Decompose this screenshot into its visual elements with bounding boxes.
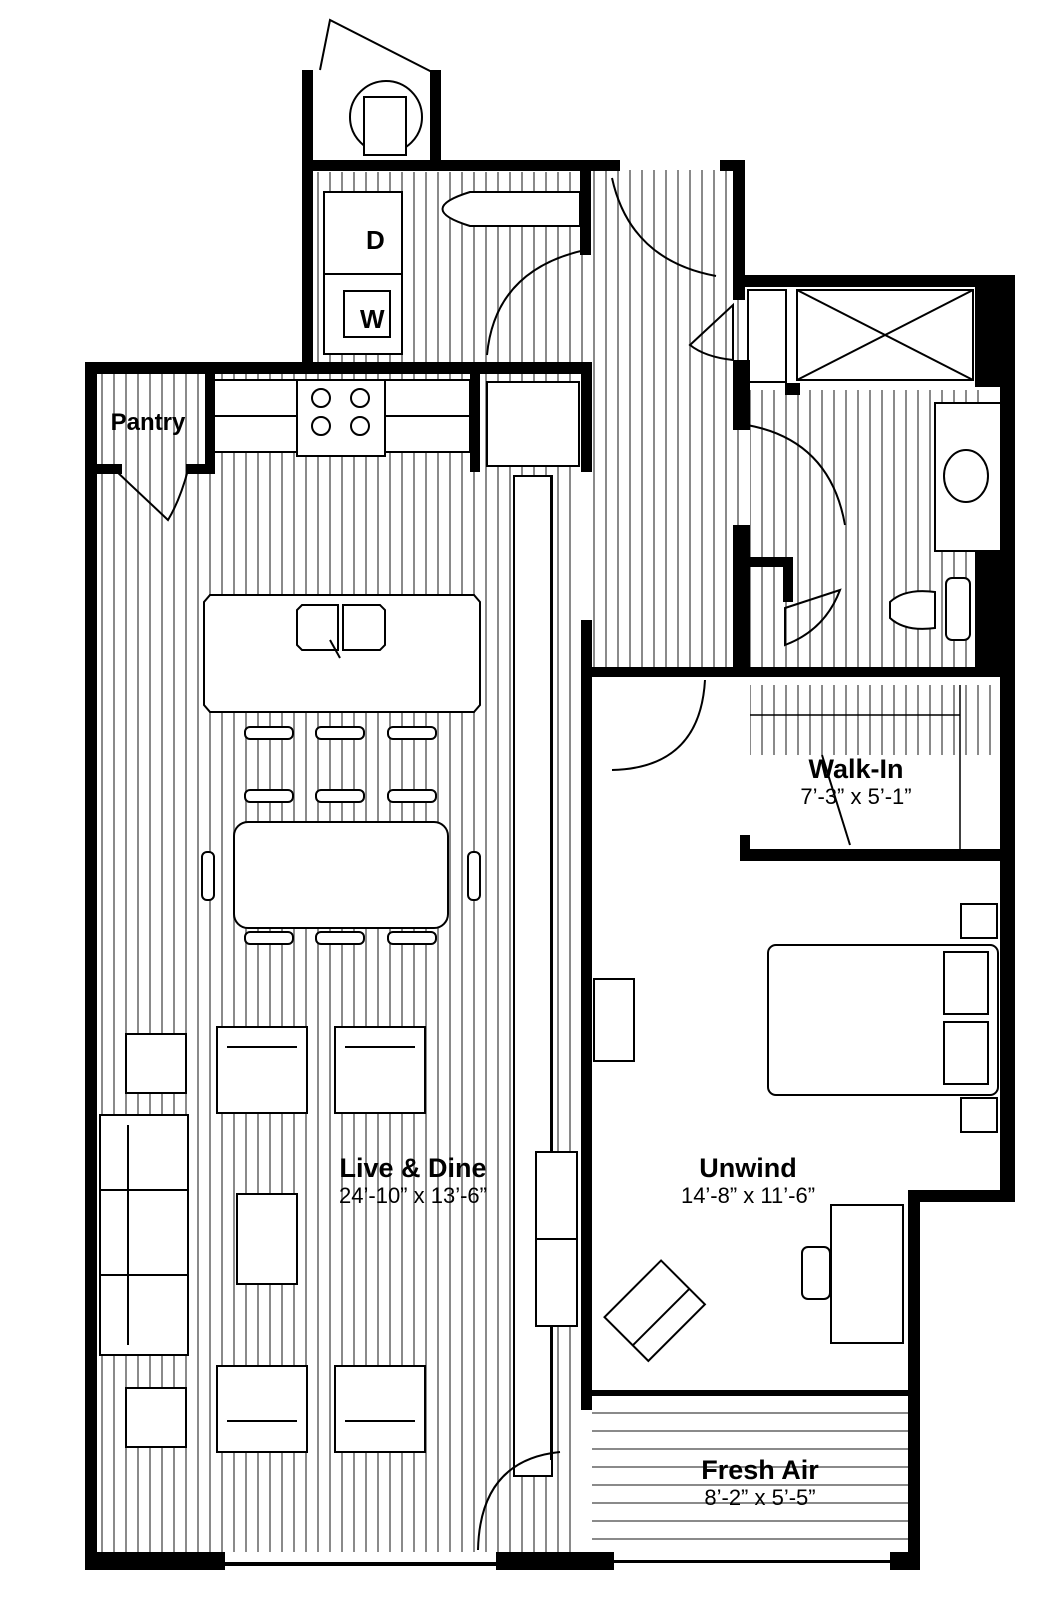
toilet <box>889 590 936 630</box>
desk-chair <box>801 1246 831 1300</box>
room-label-pantry: Pantry <box>111 408 186 438</box>
dresser <box>593 978 635 1062</box>
room-dimensions: 14’-8” x 11’-6” <box>680 1183 816 1208</box>
cooktop <box>296 379 386 457</box>
kitchen-island <box>203 594 481 713</box>
laundry <box>323 191 581 355</box>
sofa <box>99 1114 189 1356</box>
coffee-table <box>236 1193 298 1285</box>
room-label-unwind: Unwind 14’-8” x 11’-6” <box>681 1153 815 1209</box>
room-dimensions: 24’-10” x 13’-6” <box>339 1183 487 1208</box>
desk <box>830 1204 904 1344</box>
room-name: Unwind <box>699 1153 797 1183</box>
bar-stools <box>244 726 437 803</box>
walk-in-shelving <box>750 685 961 855</box>
closet-angled-wall <box>319 18 433 73</box>
room-label-walk-in: Walk-In 7’-3” x 5’-1” <box>800 754 911 810</box>
washer-label: W <box>360 304 385 334</box>
room-label-live-dine: Live & Dine 24’-10” x 13’-6” <box>339 1153 487 1209</box>
bathroom-fixtures <box>747 289 1002 641</box>
room-name: Pantry <box>110 409 186 436</box>
bedroom-furniture <box>593 903 999 1363</box>
dining-table <box>201 821 481 945</box>
refrigerator <box>486 381 580 467</box>
room-name: Live & Dine <box>339 1153 487 1183</box>
walls <box>85 70 1015 1570</box>
room-dimensions: 8’-2” x 5’-5” <box>704 1485 816 1510</box>
linen-closet <box>747 289 787 383</box>
room-dimensions: 7’-3” x 5’-1” <box>800 784 912 809</box>
living-furniture <box>99 1026 578 1453</box>
bed <box>767 944 999 1096</box>
room-name: Fresh Air <box>701 1455 819 1485</box>
room-label-fresh-air: Fresh Air 8’-2” x 5’-5” <box>701 1455 819 1511</box>
utility-closet <box>349 80 423 156</box>
dryer-label: D <box>366 225 385 255</box>
room-name: Walk-In <box>808 754 904 784</box>
